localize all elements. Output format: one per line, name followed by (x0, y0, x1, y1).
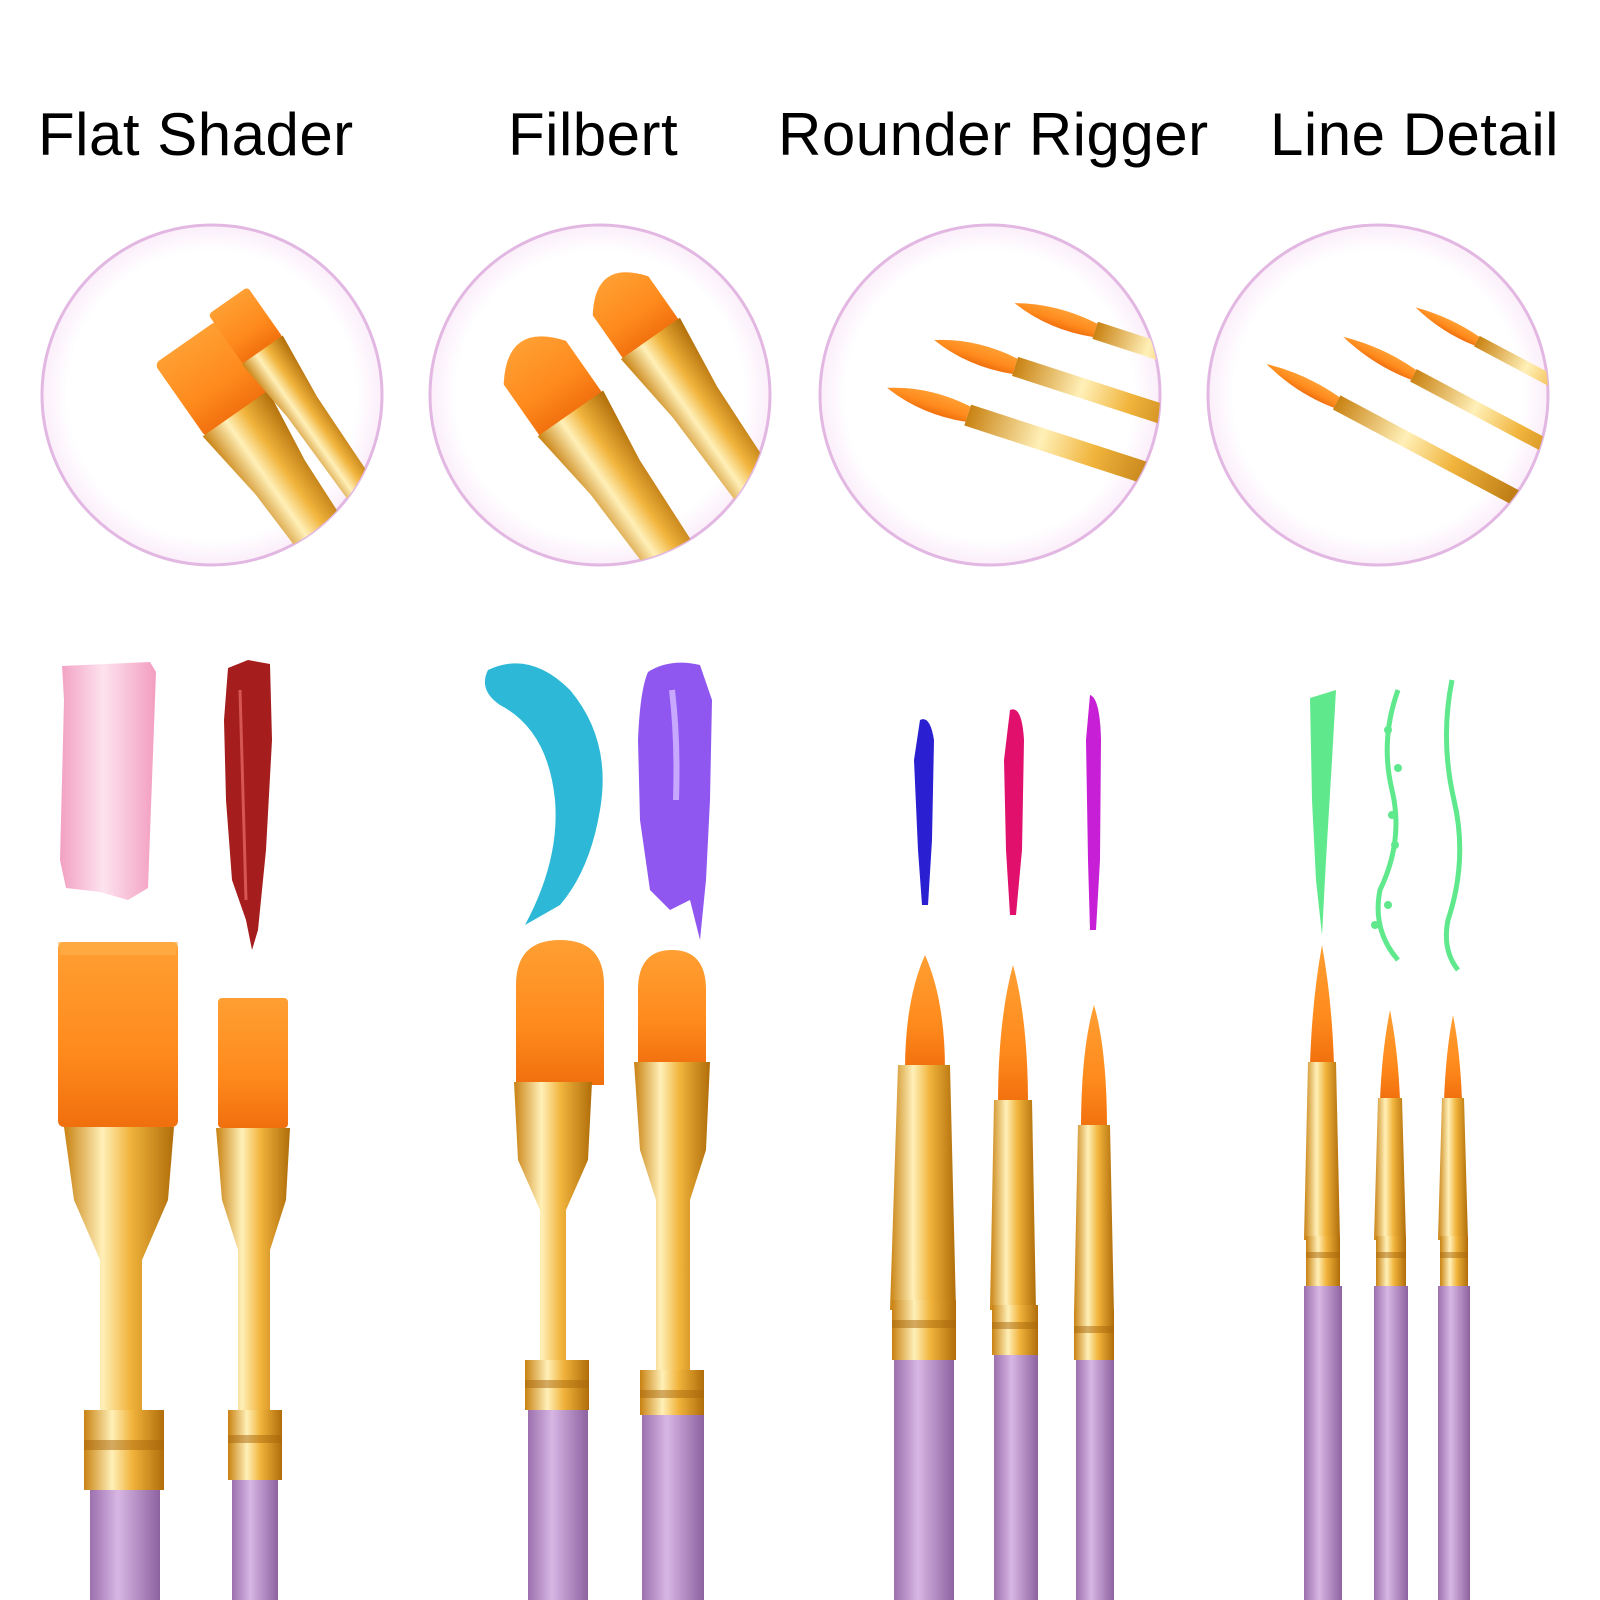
paint-stroke-green (1310, 679, 1463, 972)
brush-flat-shader-large (58, 942, 178, 1600)
circle-filbert (428, 223, 772, 567)
brush-line-detail-1 (1304, 945, 1342, 1600)
brush-filbert-small (634, 950, 710, 1600)
paint-stroke-pink (60, 662, 156, 900)
circle-line-detail (1206, 223, 1550, 567)
paint-stroke-purple (1086, 695, 1101, 930)
brush-rounder-rigger-1 (890, 955, 956, 1600)
label-line-detail: Line Detail (1270, 101, 1560, 168)
brush-filbert-large (514, 940, 604, 1600)
paint-stroke-blue (914, 719, 934, 905)
brush-flat-shader-small (216, 998, 290, 1600)
label-flat-shader: Flat Shader (38, 101, 354, 168)
label-filbert: Filbert (508, 101, 679, 168)
paint-stroke-cyan (484, 663, 603, 925)
brush-line-detail-3 (1438, 1015, 1470, 1600)
paint-stroke-red (224, 660, 272, 950)
label-rounder-rigger: Rounder Rigger (778, 101, 1209, 168)
brush-rounder-rigger-2 (990, 965, 1038, 1600)
paint-stroke-magenta (1004, 709, 1024, 915)
paint-stroke-violet (638, 662, 712, 940)
circle-rounder-rigger (818, 223, 1162, 567)
circle-flat-shader (40, 223, 384, 567)
brush-rounder-rigger-3 (1074, 1005, 1114, 1600)
brush-line-detail-2 (1374, 1010, 1408, 1600)
